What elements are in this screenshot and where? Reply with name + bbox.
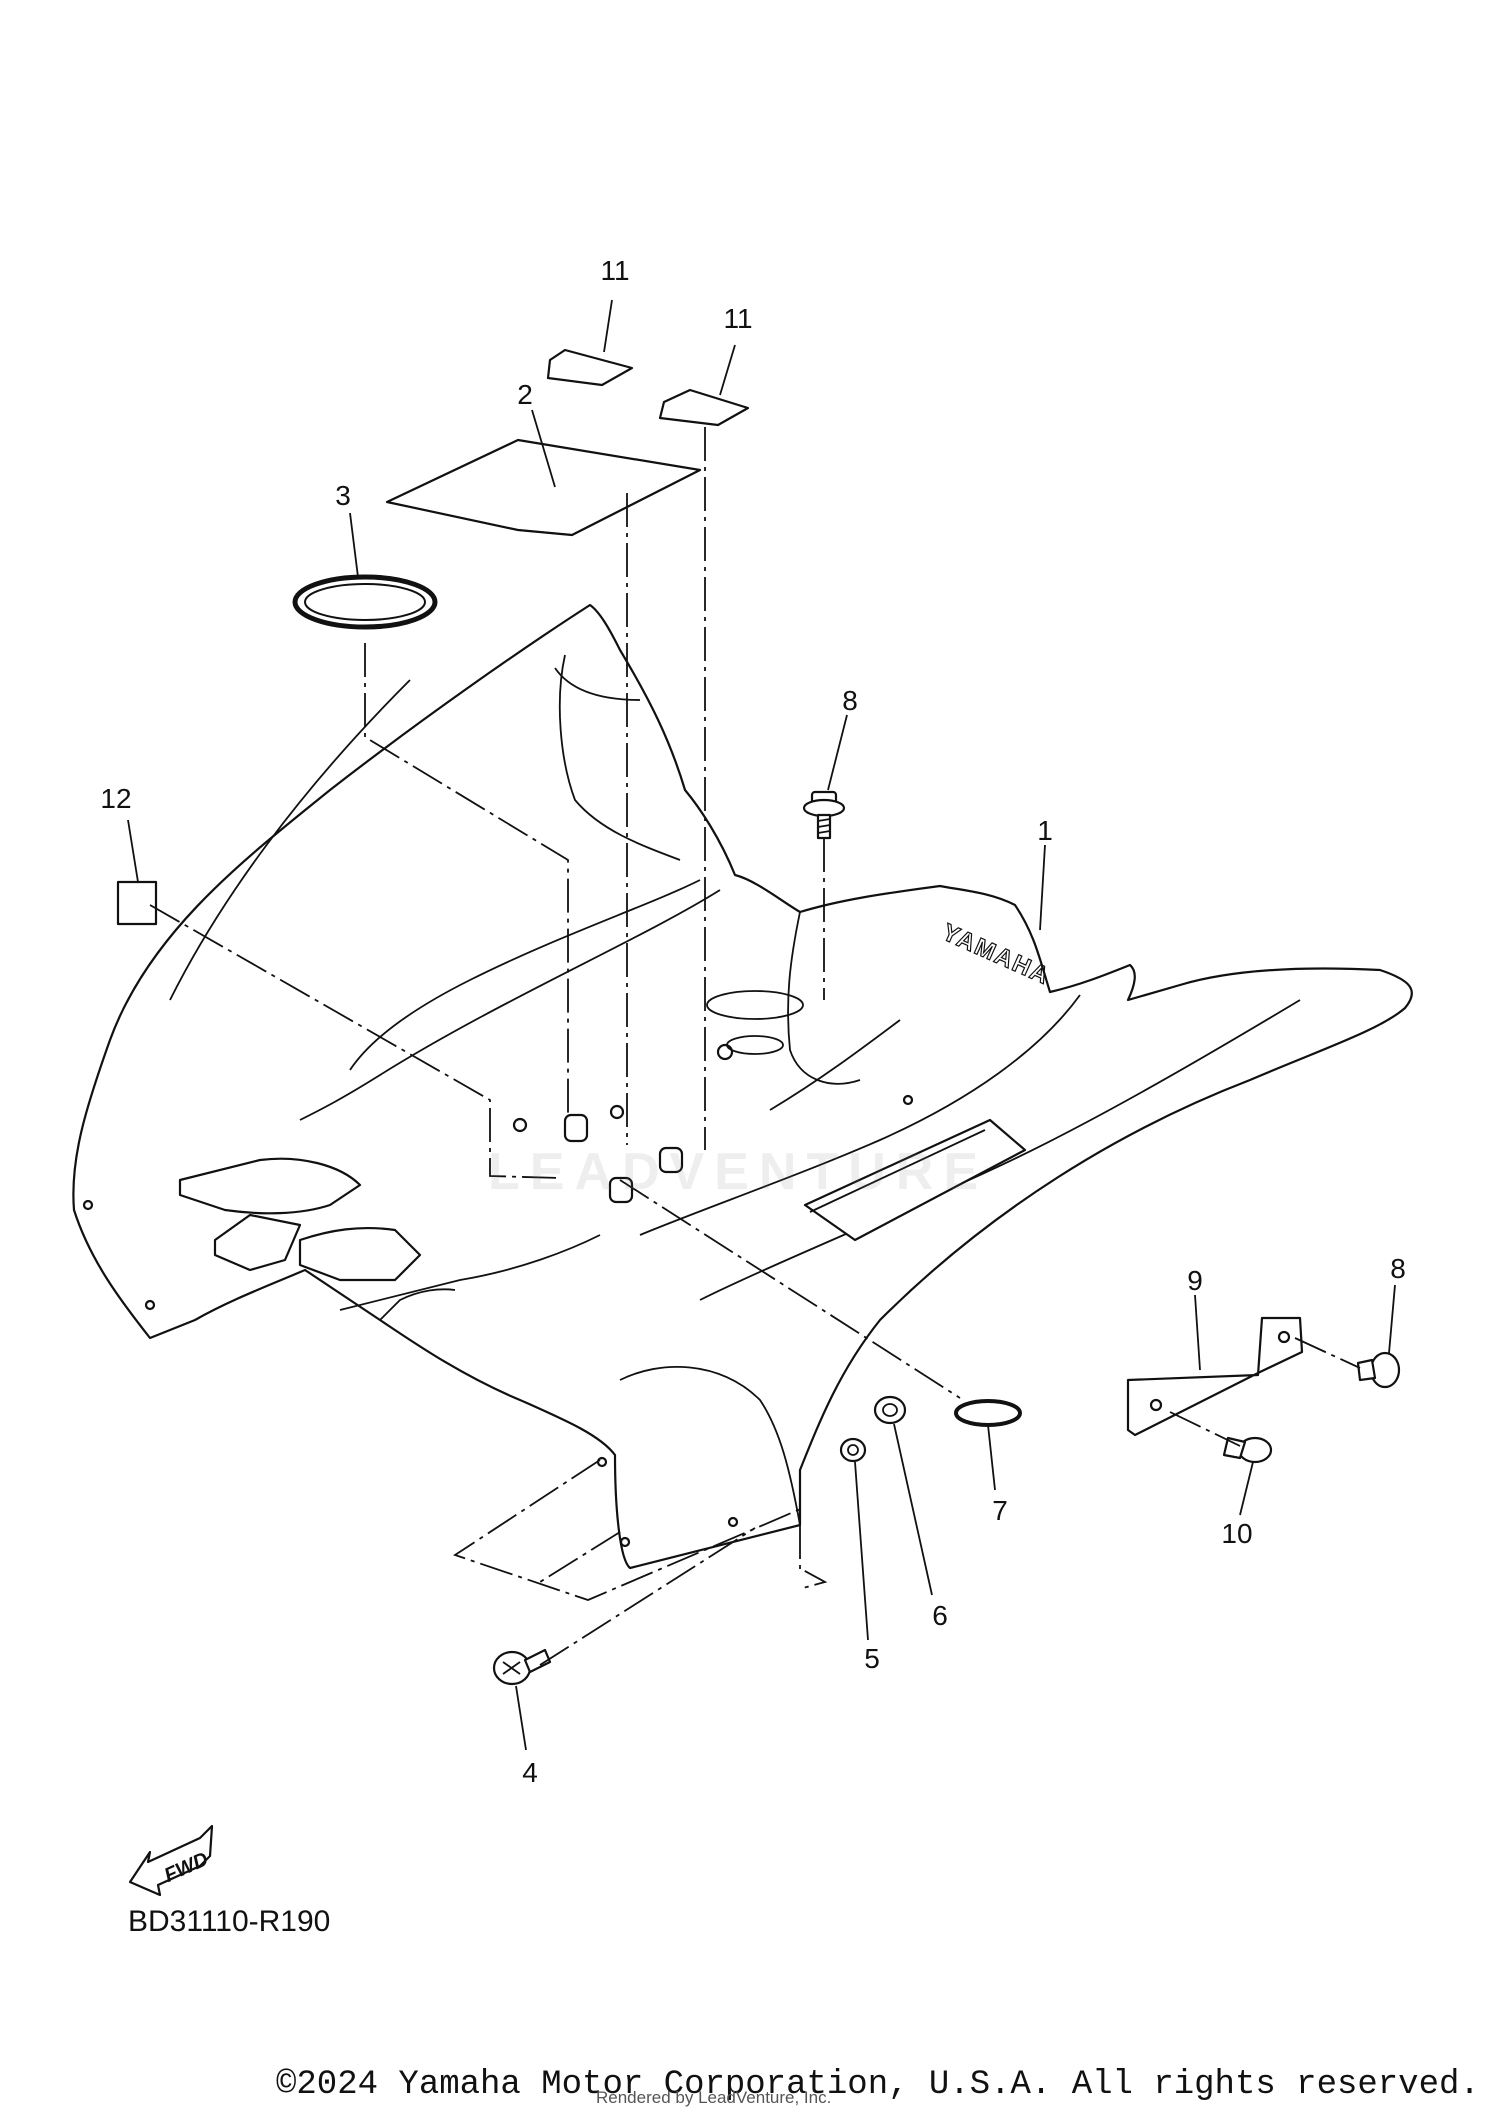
assembly-indicator-lines — [149, 427, 1361, 1666]
callout-8-right: 8 — [1390, 1253, 1406, 1284]
callout-11-right: 11 — [723, 303, 752, 334]
callout-10: 10 — [1221, 1518, 1252, 1549]
watermark-text: LEADVENTURE — [488, 1143, 989, 1201]
callout-7: 7 — [992, 1495, 1008, 1526]
part-4-screw — [492, 1648, 552, 1686]
part-6-grommet — [873, 1395, 907, 1425]
part-2-pad — [385, 438, 702, 537]
callout-12: 12 — [100, 783, 131, 814]
rendered-by-notice: Rendered by LeadVenture, Inc. — [596, 2088, 832, 2107]
part-9-bracket — [1126, 1316, 1304, 1437]
copyright-notice: ©2024 Yamaha Motor Corporation, U.S.A. A… — [276, 2066, 1480, 2104]
callout-5: 5 — [864, 1643, 880, 1674]
callout-11-left: 11 — [600, 255, 629, 286]
callout-2: 2 — [517, 379, 533, 410]
callout-3: 3 — [335, 480, 351, 511]
part-11-pads — [546, 348, 750, 427]
diagram-code: BD31110-R190 — [128, 1905, 331, 1938]
callout-numbers: 1 2 3 4 5 6 7 8 8 9 10 11 11 12 — [100, 255, 1405, 1788]
main-cover-body: YAMAHA — [72, 603, 1413, 1570]
part-5-washer — [839, 1437, 867, 1463]
part-8-bolt-right — [1356, 1351, 1401, 1389]
part-10-bolt — [1222, 1436, 1273, 1464]
part-12-pad — [116, 880, 158, 926]
leader-lines — [127, 299, 1396, 1751]
callout-4: 4 — [522, 1757, 538, 1788]
callout-1: 1 — [1037, 815, 1053, 846]
part-3-seal-ring — [292, 574, 438, 630]
callout-9: 9 — [1187, 1265, 1203, 1296]
callout-6: 6 — [932, 1600, 948, 1631]
callout-8-top: 8 — [842, 685, 858, 716]
fwd-arrow-icon: FWD — [128, 1824, 214, 1897]
part-7-seal-ring — [954, 1399, 1022, 1427]
part-8-bolt-top — [802, 790, 846, 840]
